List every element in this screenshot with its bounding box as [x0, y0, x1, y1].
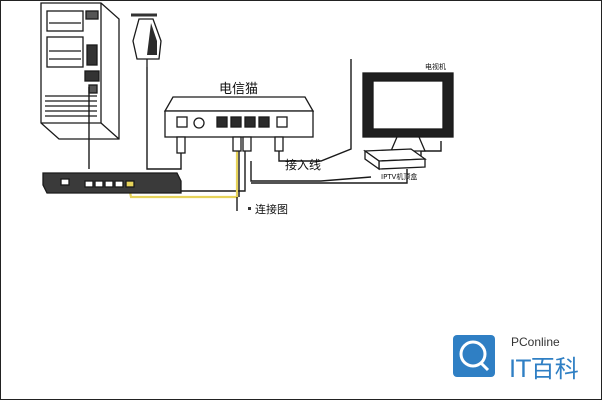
list-bullet: [248, 207, 251, 210]
tv-label: 电视机: [425, 62, 446, 71]
connection-label: 连接图: [255, 203, 288, 216]
watermark-brand: PConline: [511, 335, 560, 349]
modem-label: 电信猫: [219, 82, 258, 97]
pc-tower: [40, 2, 120, 140]
access-line-label: 接入线: [285, 157, 321, 172]
iptv-box-label: IPTV机顶盒: [381, 172, 417, 181]
router: [42, 172, 182, 194]
iptv-box: [363, 148, 427, 171]
watermark-name: IT百科: [509, 355, 579, 383]
power-adapter: [131, 13, 162, 67]
watermark: PConline IT百科: [453, 335, 579, 383]
modem: [163, 96, 315, 154]
tv: [362, 72, 454, 152]
